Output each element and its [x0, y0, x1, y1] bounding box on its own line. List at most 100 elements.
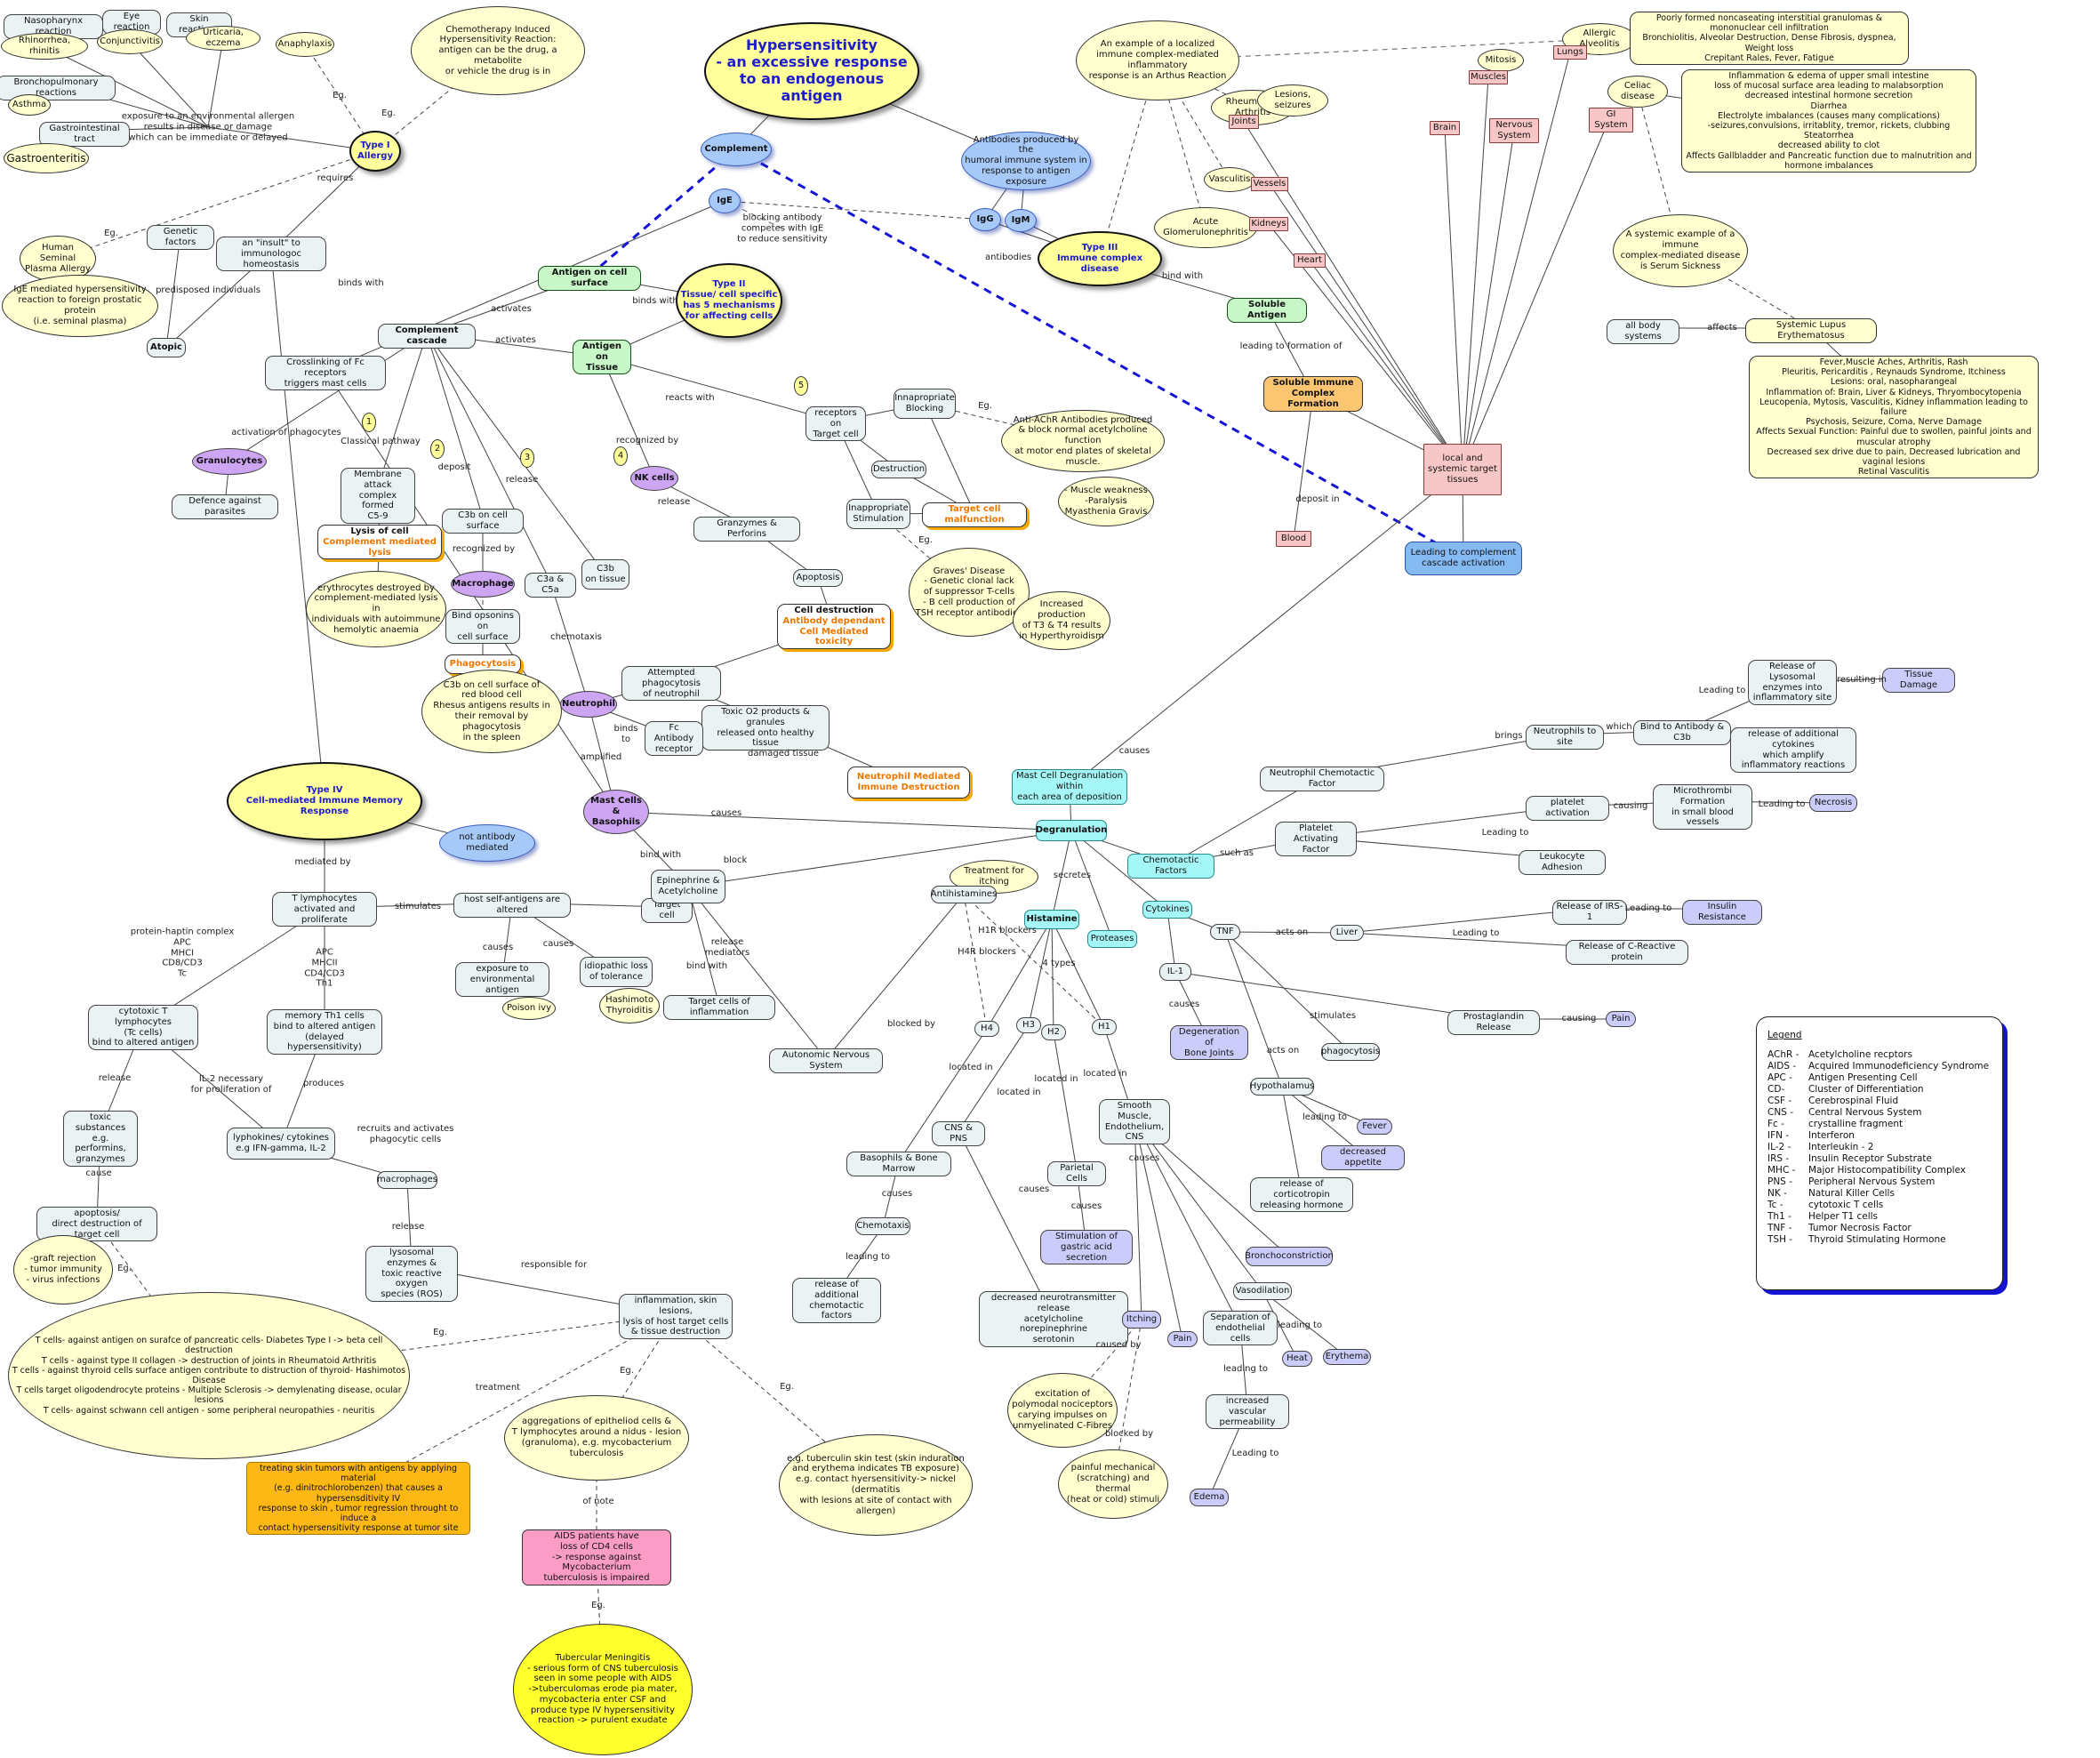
node-inflammation[interactable]: inflammation, skin lesions, lysis of hos… — [619, 1294, 733, 1340]
node-antigen-surface[interactable]: Antigen on cell surface — [538, 266, 641, 291]
node-necrosis[interactable]: Necrosis — [1809, 794, 1857, 812]
node-joints[interactable]: Joints — [1229, 115, 1259, 129]
node-brain[interactable]: Brain — [1430, 121, 1460, 135]
node-decreased-neuro[interactable]: decreased neurotransmitter release acety… — [979, 1291, 1128, 1347]
node-anaphylaxis[interactable]: Anaphylaxis — [276, 32, 334, 57]
node-antibodies-prod[interactable]: Antibodies produced by the humoral immun… — [961, 132, 1091, 190]
node-receptors-target[interactable]: receptors on Target cell — [806, 406, 866, 442]
node-lesions[interactable]: Lesions, seizures — [1257, 84, 1328, 116]
node-gastrointestinal[interactable]: Gastrointestinal tract — [39, 122, 130, 147]
node-mitosis[interactable]: Mitosis — [1478, 49, 1524, 72]
node-innap-blocking[interactable]: Innapropriate Blocking — [894, 389, 956, 419]
node-hyperthyroidism[interactable]: Increased production of T3 & T4 results … — [1013, 591, 1110, 650]
node-neutro-chemo[interactable]: Neutrophil Chemotactic Factor — [1260, 767, 1384, 791]
node-title[interactable]: Hypersensitivity - an excessive response… — [704, 22, 919, 120]
node-microthrombi[interactable]: Microthrombi Formation in small blood ve… — [1653, 784, 1752, 831]
node-granulocytes[interactable]: Granulocytes — [192, 448, 267, 475]
node-asthma[interactable]: Asthma — [8, 94, 51, 116]
node-membrane[interactable]: Membrane attack complex formed C5-9 — [341, 468, 415, 524]
node-systemic[interactable]: A systemic example of a immune complex-m… — [1613, 214, 1748, 287]
node-platelet-activation[interactable]: platelet activation — [1526, 796, 1609, 821]
node-irs1[interactable]: Release of IRS-1 — [1552, 900, 1627, 925]
node-insult[interactable]: an "insult" to immunologoc homeostasis — [216, 237, 326, 272]
node-autonomic[interactable]: Autonomic Nervous System — [769, 1048, 883, 1073]
node-c3a-c5a[interactable]: C3a & C5a — [525, 573, 576, 598]
node-heart[interactable]: Heart — [1294, 253, 1326, 268]
node-conjunctivitis[interactable]: Conjunctivitis — [97, 29, 163, 54]
node-sle-text[interactable]: Fever,Muscle Aches, Arthritis, Rash Pleu… — [1749, 356, 2039, 479]
node-inapp-stim[interactable]: Inappropriate Stimulation — [846, 499, 910, 529]
node-poison-ivy[interactable]: Poison ivy — [502, 997, 556, 1020]
node-graft[interactable]: -graft rejection - tumor immunity - viru… — [13, 1235, 113, 1304]
node-soluble-antigen[interactable]: Soluble Antigen — [1227, 298, 1307, 323]
node-chemo[interactable]: Chemotherapy Induced Hypersensitivity Re… — [411, 6, 585, 95]
node-release-chemo[interactable]: release of additional chemotactic factor… — [792, 1278, 881, 1324]
node-hypothalamus[interactable]: Hypothalamus — [1250, 1078, 1314, 1096]
node-cytokines[interactable]: Cytokines — [1142, 901, 1192, 919]
node-h3[interactable]: H3 — [1016, 1017, 1041, 1033]
node-muscles[interactable]: Muscles — [1469, 70, 1508, 84]
node-antigen-tissue[interactable]: Antigen on Tissue — [573, 340, 631, 375]
node-chemotaxis2[interactable]: Chemotaxis — [855, 1217, 910, 1235]
node-h1[interactable]: H1 — [1092, 1019, 1117, 1035]
node-target-inflam[interactable]: Target cells of inflammation — [663, 995, 775, 1020]
node-nervous[interactable]: Nervous System — [1489, 118, 1539, 143]
node-vasculitis[interactable]: Vasculitis — [1204, 167, 1255, 192]
node-toxic-o2[interactable]: Toxic O2 products & granules released on… — [701, 705, 830, 751]
node-kidneys[interactable]: Kidneys — [1249, 217, 1288, 231]
node-itching[interactable]: Itching — [1122, 1311, 1161, 1329]
node-chemotactic[interactable]: Chemotactic Factors — [1127, 854, 1214, 879]
node-gi[interactable]: GI System — [1589, 108, 1633, 132]
node-type4[interactable]: Type IV Cell-mediated Immune Memory Resp… — [227, 762, 422, 840]
node-soluble-immune[interactable]: Soluble Immune Complex Formation — [1263, 376, 1363, 412]
node-sle[interactable]: Systemic Lupus Erythematosus — [1745, 318, 1877, 343]
node-fc-receptor[interactable]: Fc Antibody receptor — [645, 721, 703, 757]
node-defence[interactable]: Defence against parasites — [172, 494, 278, 519]
node-complement[interactable]: Complement — [701, 132, 772, 166]
node-heat[interactable]: Heat — [1282, 1351, 1312, 1367]
node-mast-degran[interactable]: Mast Cell Degranulation within each area… — [1012, 769, 1127, 805]
node-il1[interactable]: IL-1 — [1159, 963, 1191, 981]
node-release-lysosomal[interactable]: Release of Lysosomal enzymes into inflam… — [1748, 660, 1837, 706]
node-pain-a[interactable]: Pain — [1167, 1331, 1198, 1347]
node-mast-cells[interactable]: Mast Cells & Basophils — [583, 790, 649, 834]
node-anti-achr[interactable]: Anti-AChR Antibodies produced & block no… — [1001, 410, 1165, 472]
node-degeneration[interactable]: Degeneration of Bone Joints — [1170, 1025, 1248, 1061]
node-igg[interactable]: IgG — [969, 208, 1001, 231]
node-h2[interactable]: H2 — [1041, 1024, 1066, 1040]
node-basophils[interactable]: Basophils & Bone Marrow — [846, 1152, 951, 1176]
node-human-seminal[interactable]: Human Seminal Plasma Allergy — [20, 236, 96, 282]
node-macrophage[interactable]: Macrophage — [451, 571, 515, 598]
node-lyphokines[interactable]: lyphokines/ cytokines e.g IFN-gamma, IL-… — [227, 1128, 335, 1160]
node-myasthenia[interactable]: - Muscle weakness -Paralysis Myasthenia … — [1058, 477, 1154, 526]
node-vessels[interactable]: Vessels — [1251, 177, 1288, 191]
node-decr-appetite[interactable]: decreased appetite — [1321, 1145, 1405, 1170]
node-attempted[interactable]: Attempted phagocytosis of neutrophil — [621, 666, 721, 702]
node-painful[interactable]: painful mechanical (scratching) and ther… — [1058, 1449, 1168, 1519]
node-c3b-tissue[interactable]: C3b on tissue — [581, 559, 629, 590]
node-leading-compl[interactable]: Leading to complement cascade activation — [1405, 542, 1522, 575]
node-insulin[interactable]: Insulin Resistance — [1682, 900, 1762, 925]
node-granulomas[interactable]: Poorly formed noncaseating interstitial … — [1630, 12, 1909, 66]
node-epinephrine[interactable]: Epinephrine & Acetylcholine — [651, 870, 725, 903]
node-bind-opsonins[interactable]: Bind opsonins on cell surface — [445, 609, 520, 645]
node-excitation[interactable]: excitation of polymodal nociceptors cary… — [1007, 1373, 1118, 1448]
node-target-malfunction[interactable]: Target cell malfunction — [922, 502, 1027, 527]
node-tnf[interactable]: TNF — [1210, 924, 1240, 940]
node-ige-mediated[interactable]: IgE mediated hypersensitivity reaction t… — [2, 275, 158, 337]
node-aggregations[interactable]: aggregations of epitheliod cells & T lym… — [504, 1395, 689, 1481]
node-host-self[interactable]: host self-antigens are altered — [453, 893, 571, 918]
node-crosslinking[interactable]: Crosslinking of Fc receptors triggers ma… — [265, 356, 386, 391]
node-t-lymph[interactable]: T lymphocytes activated and proliferate — [272, 892, 377, 927]
node-erythema[interactable]: Erythema — [1323, 1349, 1371, 1365]
node-edema[interactable]: Edema — [1190, 1489, 1229, 1506]
node-atopic[interactable]: Atopic — [147, 338, 186, 357]
node-memory-th1[interactable]: memory Th1 cells bind to altered antigen… — [267, 1009, 382, 1056]
node-type3[interactable]: Type III Immune complex disease — [1038, 231, 1162, 286]
node-num2[interactable]: 2 — [430, 439, 445, 459]
node-neutrophil[interactable]: Neutrophil — [560, 691, 617, 718]
node-treating[interactable]: treating skin tumors with antigens by ap… — [246, 1462, 470, 1536]
node-platelet-factor[interactable]: Platelet Activating Factor — [1275, 822, 1357, 857]
